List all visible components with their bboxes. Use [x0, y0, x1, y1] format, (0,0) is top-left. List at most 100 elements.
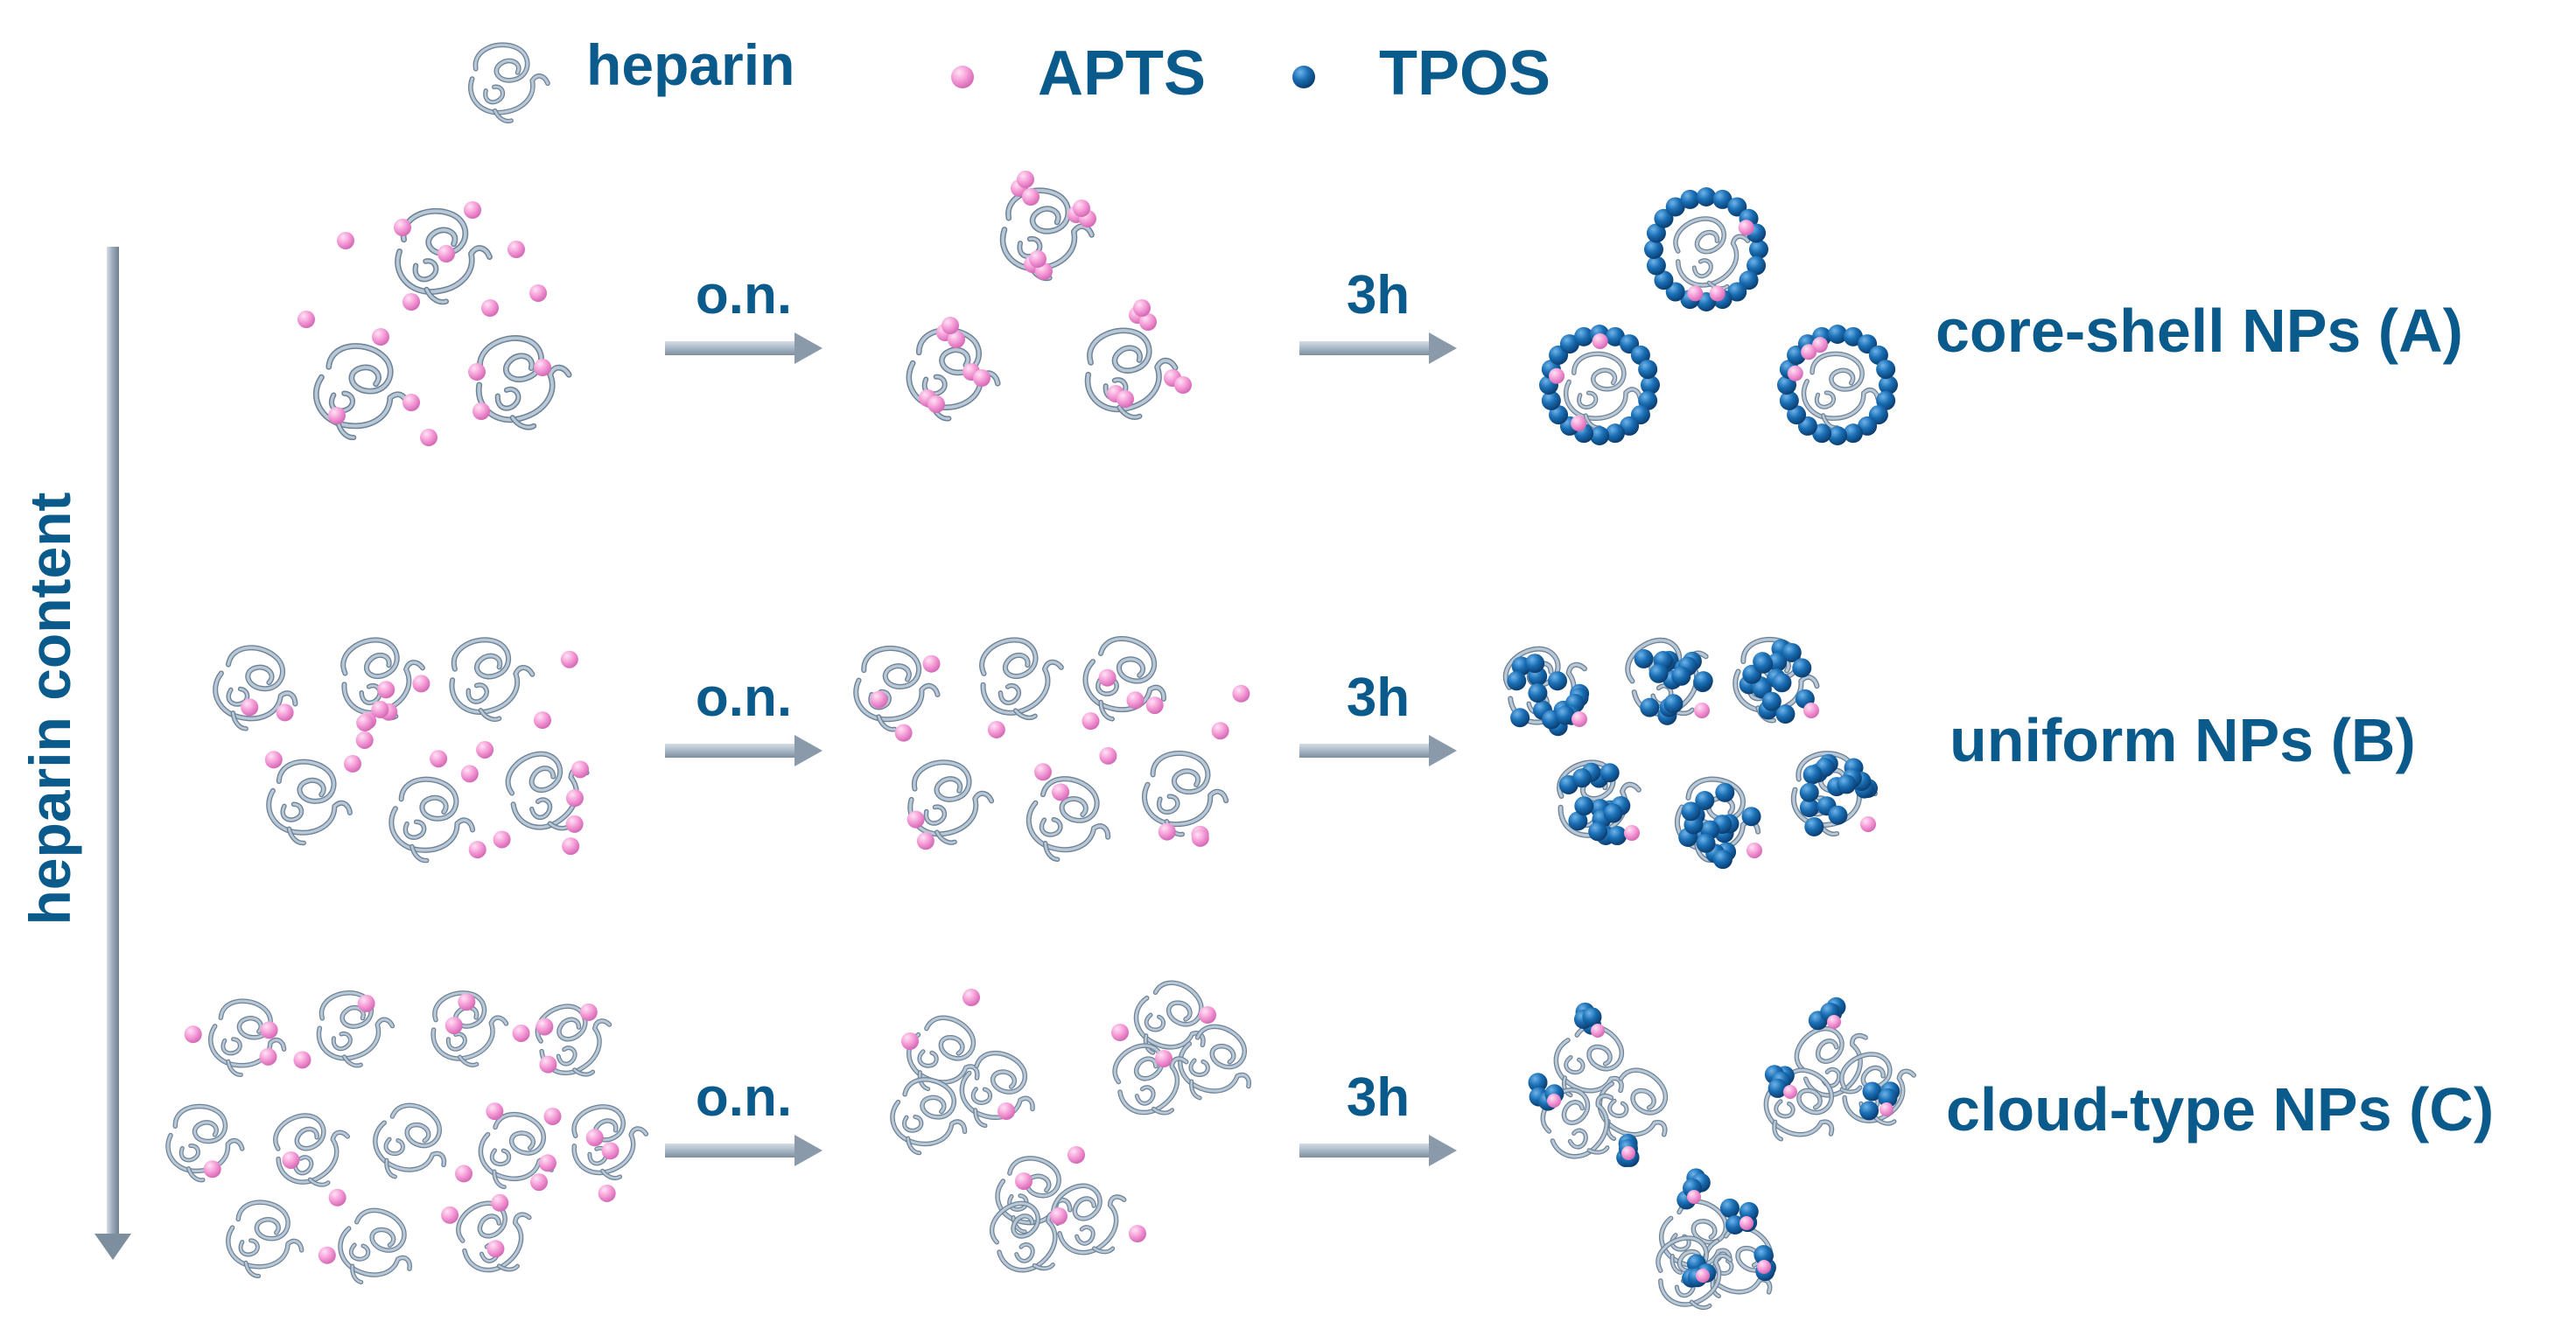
tpos-bead — [1878, 1088, 1898, 1108]
apts-bead — [1696, 1269, 1710, 1283]
apts-bead — [598, 1184, 616, 1202]
apts-bead — [438, 245, 455, 262]
row-a-core-shell-particles — [1539, 187, 1898, 445]
heparin-strand — [203, 994, 293, 1084]
particle-clusters — [164, 171, 1928, 1319]
apts-bead — [184, 1025, 202, 1044]
apts-bead — [601, 1142, 620, 1160]
apts-bead — [987, 720, 1005, 738]
apts-bead — [464, 201, 481, 219]
tpos-bead — [1859, 1101, 1880, 1121]
apts-bead — [539, 1055, 557, 1074]
apts-bead — [1592, 333, 1608, 350]
heparin-strand — [327, 1200, 428, 1300]
apts-bead — [402, 293, 420, 311]
tpos-bead — [1812, 423, 1832, 444]
process-arrow-on-row3: o.n. — [665, 1067, 822, 1166]
tpos-bead — [1772, 673, 1792, 693]
apts-bead — [948, 331, 965, 348]
heparin-strand — [1018, 769, 1124, 874]
apts-bead — [1549, 367, 1565, 384]
step-label-on: o.n. — [696, 265, 792, 325]
tpos-bead — [1646, 255, 1666, 276]
process-arrow-on-row2: o.n. — [665, 668, 822, 766]
apts-bead — [562, 837, 580, 856]
tpos-bead — [1792, 658, 1812, 678]
tpos-bead — [1630, 345, 1650, 365]
apts-bead — [298, 311, 315, 328]
arrow-head-icon — [794, 735, 822, 766]
tpos-bead — [1862, 1081, 1882, 1102]
apts-bead — [1801, 344, 1817, 360]
apts-bead — [1571, 415, 1587, 431]
apts-bead — [1111, 1024, 1129, 1041]
row-c-after-overnight — [883, 971, 1269, 1287]
apts-bead — [337, 232, 354, 249]
apts-bead — [1199, 1006, 1216, 1024]
tpos-bead — [1828, 805, 1848, 825]
arrow-head-icon — [1429, 735, 1457, 766]
tpos-bead — [1671, 666, 1691, 686]
tpos-bead — [1600, 763, 1620, 783]
apts-bead — [394, 219, 411, 236]
apts-bead — [412, 675, 430, 693]
tpos-bead — [1696, 833, 1716, 853]
apts-bead — [241, 698, 259, 717]
apts-bead — [458, 993, 476, 1011]
apts-bead — [894, 724, 913, 742]
row-b-after-overnight — [852, 628, 1250, 874]
heparin-strand — [307, 338, 419, 450]
apts-bead — [529, 284, 547, 302]
apts-bead — [264, 751, 283, 769]
apts-bead — [468, 841, 486, 859]
arrow-shaft — [1299, 341, 1431, 355]
apts-legend-dot — [951, 66, 974, 88]
heparin-content-axis: heparin content — [18, 247, 131, 1260]
tpos-bead — [1654, 270, 1674, 290]
apts-bead — [534, 359, 551, 376]
tpos-bead — [1634, 649, 1654, 669]
apts-bead — [922, 654, 941, 673]
tpos-bead — [1507, 671, 1527, 691]
apts-bead — [1591, 1024, 1605, 1038]
apts-bead — [1145, 696, 1164, 715]
tpos-bead — [1697, 187, 1716, 206]
tpos-bead — [1799, 782, 1819, 802]
apts-legend-label: APTS — [1038, 38, 1206, 108]
apts-bead — [1746, 843, 1762, 858]
process-arrows: o.n.3ho.n.3ho.n.3h — [665, 265, 1457, 1166]
tpos-bead — [1768, 1078, 1788, 1098]
apts-bead — [1624, 825, 1640, 841]
tpos-bead — [1638, 360, 1658, 380]
tpos-bead — [1843, 326, 1863, 346]
tpos-bead — [1663, 694, 1684, 714]
tpos-bead — [1640, 697, 1660, 717]
heparin-strand — [315, 989, 396, 1068]
step-label-on: o.n. — [696, 668, 792, 728]
tpos-bead — [1843, 423, 1863, 444]
axis-label: heparin content — [18, 492, 82, 925]
apts-bead — [1068, 1146, 1085, 1164]
apts-bead — [430, 750, 448, 768]
apts-bead — [508, 241, 525, 258]
apts-bead — [476, 740, 494, 759]
tpos-bead — [1605, 423, 1625, 444]
process-arrow-3h-row2: 3h — [1299, 668, 1457, 766]
legend: heparin APTS TPOS — [471, 32, 1550, 121]
tpos-bead — [1588, 822, 1608, 842]
tpos-bead — [1644, 240, 1663, 259]
heparin-legend-icon — [471, 45, 548, 121]
apts-bead — [1017, 171, 1034, 188]
tpos-bead — [1665, 197, 1685, 217]
tpos-bead — [1779, 390, 1799, 410]
tpos-bead — [1741, 807, 1761, 827]
tpos-bead — [1680, 189, 1700, 209]
apts-bead — [371, 700, 389, 718]
row-b-uniform-particles — [1494, 621, 1878, 871]
tpos-bead — [1858, 416, 1878, 436]
apts-bead — [538, 1154, 556, 1172]
tpos-bead — [1638, 390, 1658, 410]
apts-bead — [1191, 829, 1209, 847]
apts-bead — [1133, 299, 1151, 317]
